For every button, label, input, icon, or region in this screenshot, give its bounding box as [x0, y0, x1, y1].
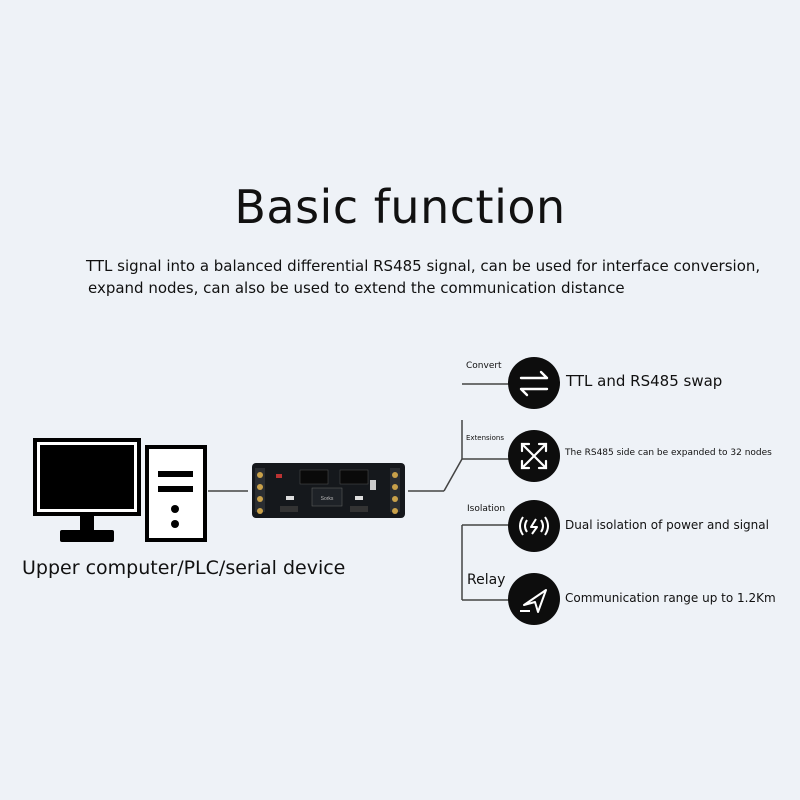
device-caption: Upper computer/PLC/serial device: [22, 557, 346, 579]
function-text-isolation: Dual isolation of power and signal: [565, 518, 769, 532]
function-label-extensions: Extensions: [466, 434, 505, 442]
function-text-relay: Communication range up to 1.2Km: [565, 591, 776, 605]
module-chip-text: Sorks: [321, 496, 334, 502]
swap-arrows-icon: [508, 357, 560, 409]
expand-arrows-icon: [508, 430, 560, 482]
description-line-2: expand nodes, can also be used to extend…: [88, 279, 625, 297]
signal-waves-icon: [508, 500, 560, 552]
function-text-extensions: The RS485 side can be expanded to 32 nod…: [565, 448, 772, 458]
branch-lines-upper: [461, 383, 509, 460]
function-label-relay: Relay: [467, 572, 506, 588]
rs485-module-image: [252, 463, 405, 518]
description-line-1: TTL signal into a balanced differential …: [86, 257, 761, 275]
function-label-convert: Convert: [466, 361, 502, 371]
send-arrow-icon: [508, 573, 560, 625]
page-title: Basic function: [234, 180, 566, 234]
branch-lines-lower: [461, 524, 509, 601]
function-label-isolation: Isolation: [467, 504, 506, 514]
function-text-convert: TTL and RS485 swap: [566, 372, 723, 390]
connection-line: [443, 458, 463, 492]
computer-tower-icon: [145, 445, 207, 542]
monitor-icon: [33, 438, 141, 542]
